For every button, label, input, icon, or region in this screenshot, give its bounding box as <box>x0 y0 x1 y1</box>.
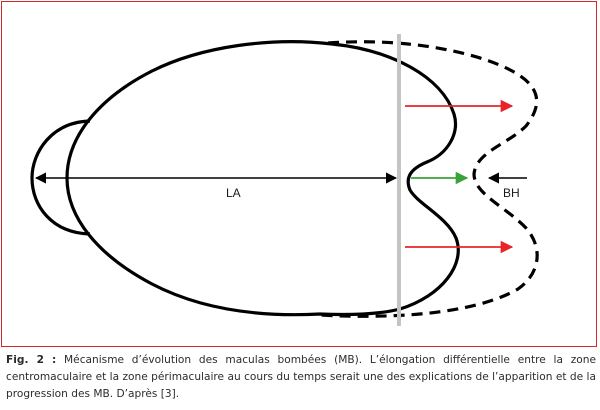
eye-diagram: LA BH <box>30 34 539 326</box>
cornea-outline <box>30 119 91 236</box>
caption-label: Fig. 2 : <box>6 354 57 366</box>
label-la: LA <box>226 186 241 200</box>
figure-caption: Fig. 2 : Mécanisme d’évolution des macul… <box>6 352 596 403</box>
label-bh: BH <box>503 186 520 200</box>
elongated-globe-outline <box>319 40 539 318</box>
figure-frame: LA BH <box>1 1 597 347</box>
caption-text: Mécanisme d’évolution des maculas bombée… <box>6 354 596 400</box>
eye-globe-outline <box>65 40 460 317</box>
